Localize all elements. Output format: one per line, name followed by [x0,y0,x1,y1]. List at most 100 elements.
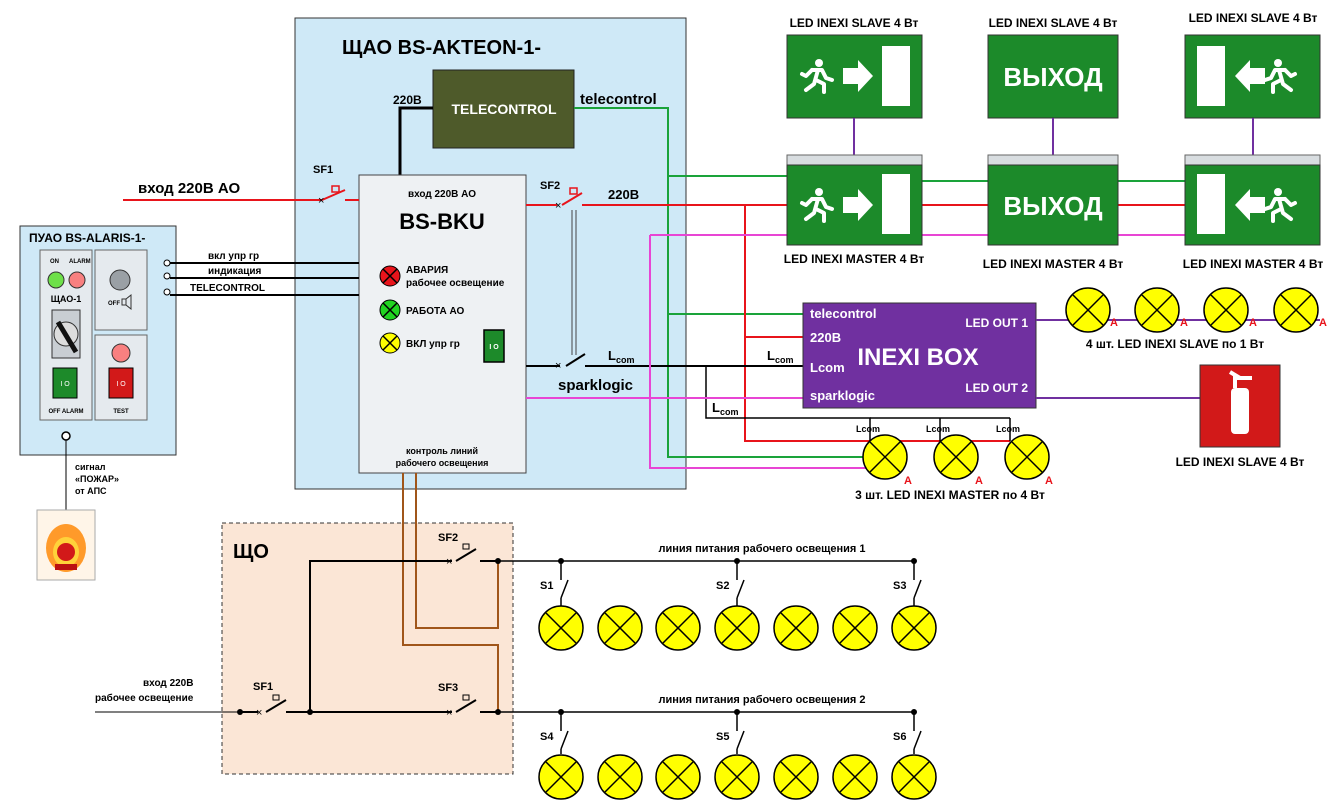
lamp-l1-5 [773,605,819,651]
slave-lamp-4 [1273,287,1319,333]
lamp-l2-1 [538,754,584,800]
switch-s3[interactable] [913,561,922,606]
lamp-l2-4 [714,754,760,800]
puao-terminal-1 [163,259,171,267]
shcho-title: ЩО [233,541,269,563]
telecontrol-power-wire [398,106,433,175]
puao-on-lamp [47,271,65,289]
puao-alarm-lamp [68,271,86,289]
line2-label: линия питания рабочего освещения 2 [658,694,865,706]
lcom-label-main: Lcom [608,348,634,365]
inexi-220: 220В [810,330,841,345]
fire-signal-3: от АПС [75,486,107,496]
slave-group-label: 4 шт. LED INEXI SLAVE по 1 Вт [1086,337,1264,351]
master-lamp-3 [1004,434,1050,480]
master-lamp-1 [862,434,908,480]
lamp-l1-3 [655,605,701,651]
switch-s5-label: S5 [716,731,729,743]
puao-on-label: ON [50,259,59,265]
svg-text:I O: I O [489,344,499,351]
sf1-top-breaker[interactable]: × [318,185,346,207]
switch-s2[interactable] [736,561,745,606]
puao-title: ПУАО BS-ALARIS-1- [29,231,145,245]
speaker-icon [121,293,132,311]
lcom-wire-down [705,366,871,441]
puao-test-lamp [111,343,131,363]
alarm-label-2: рабочее освещение [406,277,505,289]
fire-extinguisher-sign [1199,364,1281,448]
slave-lamp-1 [1065,287,1111,333]
master-label-1: LED INEXI MASTER 4 Вт [784,252,925,266]
bku-switch-button[interactable]: I O [483,329,505,363]
slave-label-3: LED INEXI SLAVE 4 Вт [1189,11,1318,25]
brown-control-2 [415,473,499,629]
work-ao-indicator [379,299,401,321]
bku-panel [358,174,527,474]
slave-lamp-3 [1203,287,1249,333]
puao-grey-lamp [109,269,131,291]
slave-lamp-2 [1134,287,1180,333]
switch-s5[interactable] [736,712,745,754]
inexi-telecontrol: telecontrol [810,306,876,321]
magenta-wire-top [649,235,870,469]
exit-sign-master-3 [1184,154,1321,246]
fire-signal-2: «ПОЖАР» [75,474,119,484]
master-lamp-a-3: A [1045,475,1053,487]
cabinet-title: ЩАО BS-AKTEON-1- [342,37,541,59]
v220-out-label: 220В [608,187,639,202]
lamp-l1-7 [891,605,937,651]
master-lamp-a-1: A [904,475,912,487]
exit-sign-master-1 [786,154,923,246]
lamp-l2-3 [655,754,701,800]
svg-text:×: × [446,707,452,719]
inexi-out1: LED OUT 1 [965,316,1028,330]
inexi-out2: LED OUT 2 [965,381,1028,395]
slave-label-2: LED INEXI SLAVE 4 Вт [989,16,1118,30]
puao-terminal-3 [163,288,171,296]
sparklogic-label: sparklogic [558,377,633,394]
brown-control-1 [402,473,499,710]
lamp-l1-6 [832,605,878,651]
switch-s1[interactable] [560,561,569,606]
puao-line2-label: индикация [208,266,262,277]
lcom-switch[interactable]: × [555,353,586,372]
switch-s2-label: S2 [716,580,729,592]
slave-lamp-a-1: A [1110,317,1118,329]
svg-text:I O: I O [60,381,70,388]
lamp-l1-1 [538,605,584,651]
puao-green-switch[interactable]: I O [52,367,78,399]
telecontrol-wire-label: telecontrol [580,91,657,108]
puao-shao-label: ЩАО-1 [51,294,82,304]
master-lamp-2 [933,434,979,480]
puao-test-switch[interactable]: I O [108,367,134,399]
svg-text:×: × [256,707,262,719]
bku-input-label: вход 220В АО [408,189,476,200]
puao-terminal-2 [163,272,171,280]
svg-text:×: × [446,556,452,568]
switch-s4-label: S4 [540,731,554,743]
switch-s4[interactable] [560,712,569,754]
shcho-panel [221,522,514,775]
svg-text:×: × [555,200,561,212]
lamp-l2-2 [597,754,643,800]
input-ao-label: вход 220В АО [138,180,241,197]
puao-key-switch[interactable] [51,309,81,359]
control-label-1: контроль линий [406,446,478,456]
inexi-sparklogic: sparklogic [810,388,875,403]
work-ao-label: РАБОТА АО [406,306,465,317]
sf2-top-breaker[interactable]: × [555,187,583,212]
lcom-label-low: Lcom [712,400,738,417]
inexi-title: INEXI BOX [857,344,978,371]
switch-s6[interactable] [913,712,922,754]
sf1-top-label: SF1 [313,164,333,176]
lcom-lamp-2: Lcom [926,424,950,434]
shcho-sf1-breaker[interactable]: × [240,694,287,719]
fire-alarm-icon [36,509,96,581]
lamp-l2-7 [891,754,937,800]
switch-s3-label: S3 [893,580,906,592]
exit-sign-slave-2: ВЫХОД [987,34,1119,119]
master-label-2: LED INEXI MASTER 4 Вт [983,257,1124,271]
inexi-lcom: Lcom [810,360,845,375]
sf2-top-label: SF2 [540,180,560,192]
green-telecontrol-wire [574,107,870,458]
